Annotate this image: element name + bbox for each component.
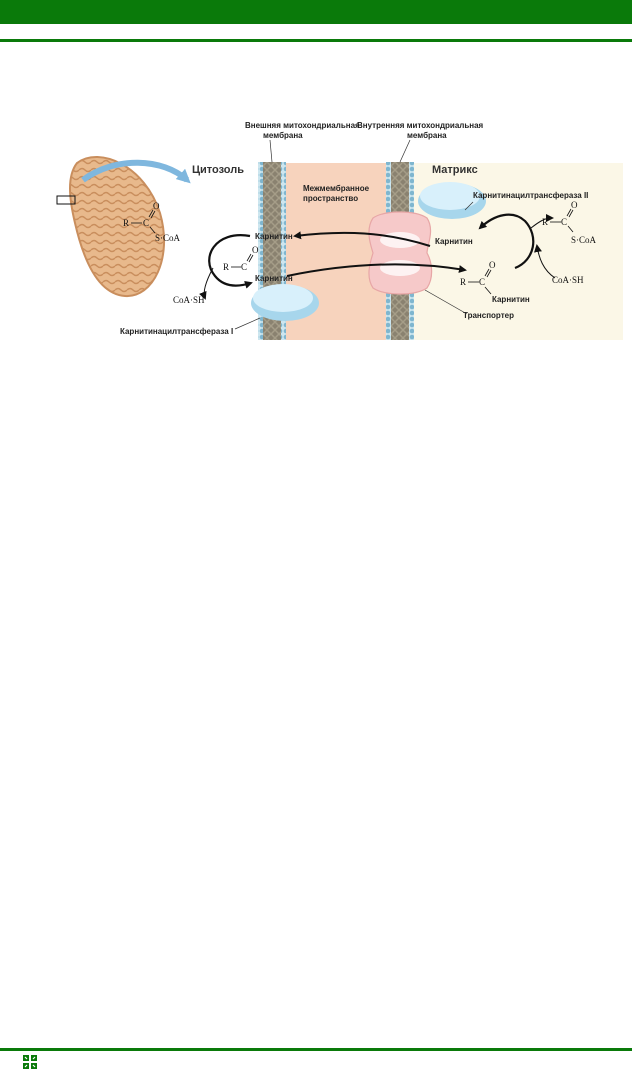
acyl-coa-cytosol: R C O S·CoA	[123, 201, 181, 243]
coash-uptake-arrow	[534, 244, 556, 279]
outer-membrane-label: Внешняя митохондриальная мембрана	[245, 121, 362, 140]
svg-text:R: R	[542, 217, 548, 227]
carnitine-label-matrix-bottom: Карнитин	[492, 295, 530, 304]
coash-release-arrow	[199, 267, 214, 300]
zoom-box	[56, 195, 76, 205]
cat2-label: Карнитинацилтрансфераза II	[473, 191, 588, 200]
acyl-carnitine-cytosol: R C O	[223, 245, 259, 272]
svg-text:R: R	[223, 262, 229, 272]
footer-logo-icon	[22, 1054, 38, 1070]
carnitine-label-cyto-top: Карнитин	[255, 232, 293, 241]
coash-matrix: CoA·SH	[552, 275, 584, 285]
svg-text:O: O	[153, 201, 160, 211]
cat2-enzyme	[418, 182, 486, 219]
mitochondrion-illustration	[56, 156, 191, 298]
svg-text:C: C	[561, 217, 567, 227]
svg-text:R: R	[460, 277, 466, 287]
transporter-label: Транспортер	[463, 311, 514, 320]
cytosol-cycle-arrow	[208, 234, 253, 289]
carnitine-label-cyto-bottom: Карнитин	[255, 274, 293, 283]
cytosol-label: Цитозоль	[192, 164, 244, 176]
svg-text:S·CoA: S·CoA	[571, 235, 597, 245]
svg-text:S·CoA: S·CoA	[155, 233, 181, 243]
svg-text:O: O	[489, 260, 496, 270]
carnitine-shuttle-diagram: Внешняя митохондриальная мембрана Внутре…	[55, 118, 625, 343]
transporter	[368, 211, 433, 295]
cat1-enzyme	[251, 284, 319, 321]
matrix-cycle-arrow	[478, 213, 535, 270]
inner-membrane-label: Внутренняя митохондриальная мембрана	[357, 121, 485, 140]
intermembrane-label: Межмембранное пространство	[303, 184, 371, 203]
svg-text:O: O	[252, 245, 259, 255]
acylcarnitine-import-arrow	[286, 263, 467, 277]
zoom-arrow	[81, 159, 191, 184]
matrix-label: Матрикс	[432, 164, 478, 176]
cat1-label: Карнитинацилтрансфераза I	[120, 327, 233, 336]
footer-rule	[0, 1048, 632, 1051]
svg-text:C: C	[143, 218, 149, 228]
svg-text:C: C	[241, 262, 247, 272]
carnitine-label-matrix-top: Карнитин	[435, 237, 473, 246]
acylcoa-release-arrow	[530, 214, 554, 229]
svg-text:O: O	[571, 200, 578, 210]
header-bar	[0, 0, 632, 24]
svg-text:C: C	[479, 277, 485, 287]
svg-text:R: R	[123, 218, 129, 228]
header-rule	[0, 39, 632, 42]
coash-cytosol: CoA·SH	[173, 295, 205, 305]
acyl-carnitine-matrix: R C O	[460, 260, 496, 295]
carnitine-return-arrow	[293, 231, 431, 247]
